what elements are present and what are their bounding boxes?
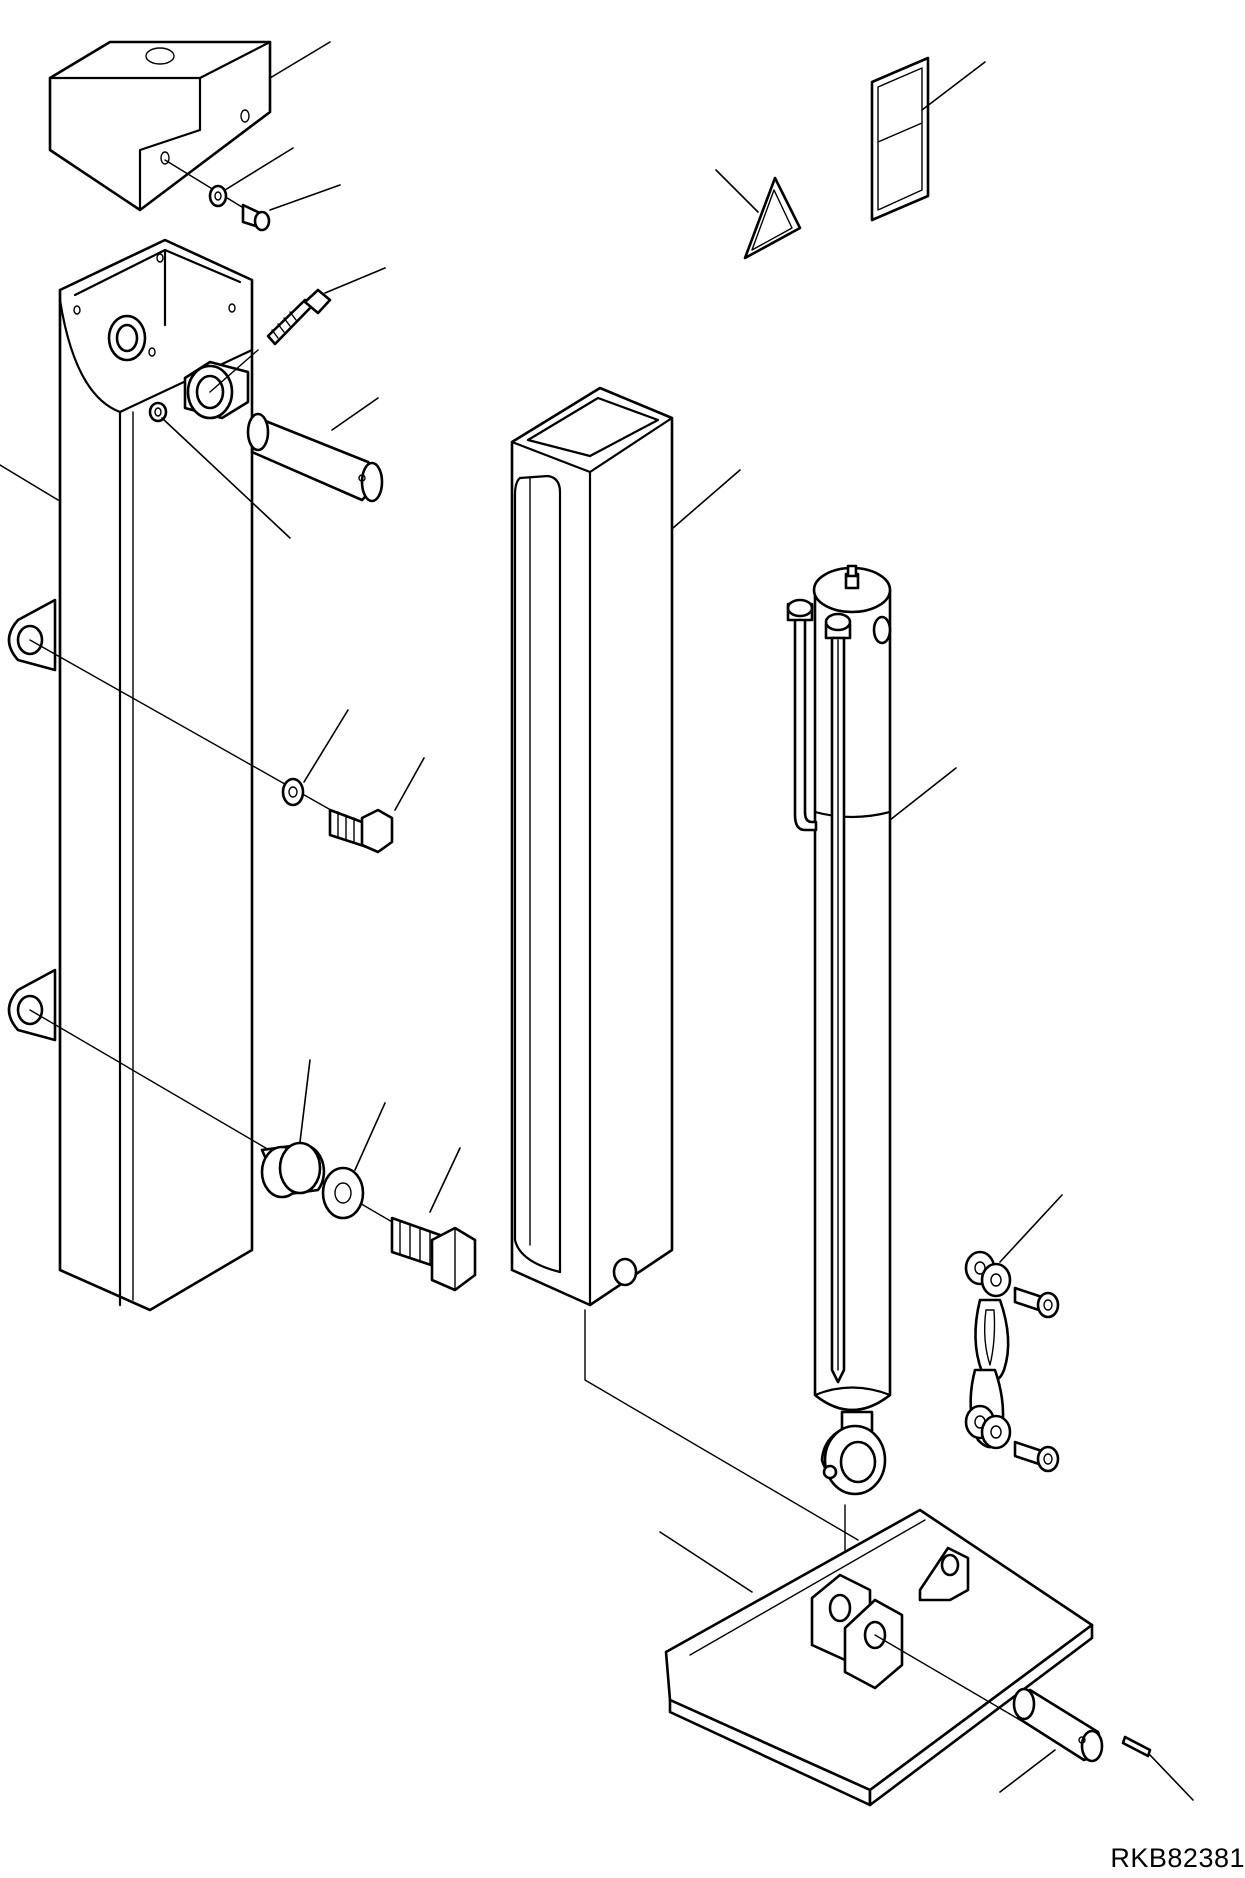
leader-line: [324, 267, 386, 294]
triangle-decal[interactable]: [743, 176, 802, 260]
base-plate[interactable]: [664, 1508, 1094, 1807]
leader-line: [161, 417, 291, 539]
leader-line: [999, 1194, 1063, 1263]
flat-washer-lower[interactable]: [321, 1166, 365, 1220]
spacer-collar[interactable]: [260, 1141, 326, 1199]
rectangle-decal[interactable]: [870, 56, 930, 222]
leader-line: [394, 757, 425, 811]
leader-line: [1149, 1754, 1194, 1801]
leader-line: [224, 147, 294, 191]
long-bolt[interactable]: [266, 288, 332, 346]
base-pin[interactable]: [1012, 1687, 1104, 1763]
drawing-code: RKB82381: [1110, 1843, 1245, 1873]
washer-upper[interactable]: [281, 777, 305, 807]
hinge-pin[interactable]: [246, 412, 384, 503]
hex-bolt-lower[interactable]: [390, 1216, 477, 1292]
leader-line: [299, 1059, 311, 1143]
chain[interactable]: [964, 1250, 1012, 1450]
leader-line: [672, 469, 741, 529]
leader-line: [269, 184, 341, 211]
hex-bolt-upper[interactable]: [328, 808, 394, 854]
grease-nipple[interactable]: [148, 401, 168, 423]
leader-line: [659, 1531, 753, 1593]
leader-line: [0, 464, 59, 501]
cotter-pin[interactable]: [1121, 1735, 1152, 1758]
leader-line: [269, 41, 331, 79]
top-cap-block[interactable]: [48, 40, 272, 212]
leader-line: [429, 1147, 461, 1213]
center-line: [209, 349, 259, 393]
chain-bolt-upper[interactable]: [1013, 1286, 1060, 1319]
inner-column[interactable]: [510, 386, 674, 1307]
leader-line: [715, 169, 759, 213]
center-line: [29, 1009, 441, 1251]
cap-screw[interactable]: [241, 203, 271, 232]
leader-line: [889, 767, 957, 821]
leader-line: [921, 61, 986, 111]
hydraulic-cylinder[interactable]: [786, 564, 892, 1496]
center-line: [874, 1634, 1021, 1721]
lock-washer[interactable]: [208, 184, 228, 208]
chain-bolt-lower[interactable]: [1013, 1440, 1060, 1473]
center-line: [584, 1309, 859, 1541]
leader-line: [999, 1749, 1056, 1793]
center-line: [164, 159, 256, 216]
leader-line: [331, 397, 379, 431]
leader-line: [303, 709, 349, 783]
outer-column[interactable]: [7, 238, 254, 1312]
leader-line: [354, 1102, 386, 1171]
